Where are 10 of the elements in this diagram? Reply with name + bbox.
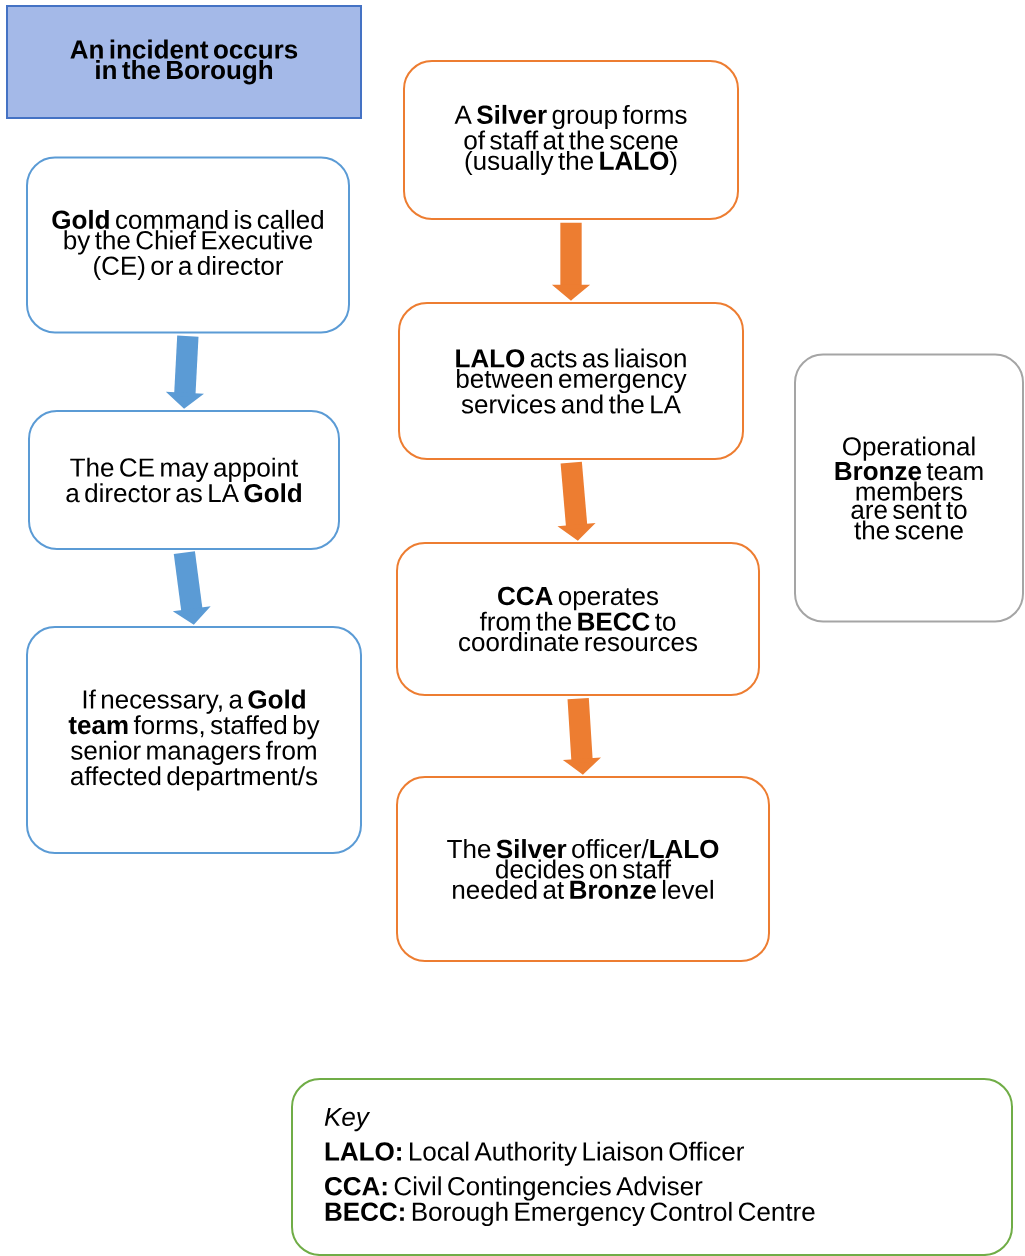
- process-box: CCA operates from the BECC to coordinate resources: [396, 542, 760, 696]
- process-box: A Silver group forms of staff at the scene (usually the LALO): [403, 60, 739, 220]
- start-box: An incident occurs in the Borough: [6, 5, 362, 119]
- process-box: Operational Bronze team members are sent to the scene: [794, 353, 1024, 623]
- process-box: The Silver officer/LALO decides on staff needed at Bronze level: [396, 776, 770, 962]
- process-box: LALO acts as liaison between emergency services and the LA: [398, 302, 744, 460]
- process-box: The CE may appoint a director as LA Gold: [28, 410, 340, 550]
- process-box: If necessary, a Gold team forms, staffed by senior managers from affected department/s: [26, 626, 362, 854]
- key-box: Key LALO: Local Authority Liaison Officer CCA: Civil Contingencies Adviser BECC: Borough Emergency Control Centre: [291, 1078, 1013, 1256]
- process-box: Gold command is called by the Chief Executive (CE) or a director: [26, 156, 350, 334]
